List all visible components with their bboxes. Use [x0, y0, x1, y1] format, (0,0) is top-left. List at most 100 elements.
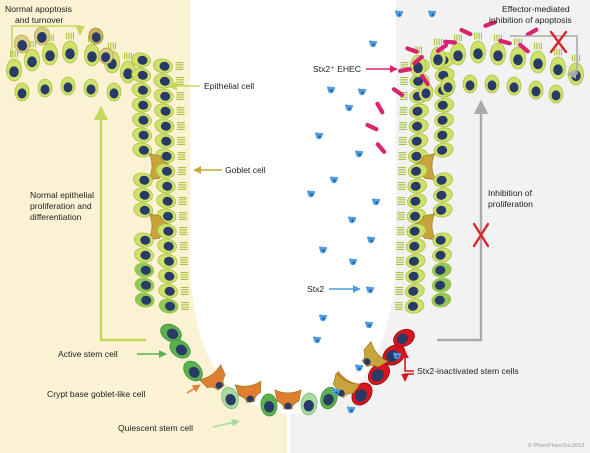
epithelial-cell	[434, 127, 454, 143]
epithelial-cell	[406, 238, 426, 254]
microvilli	[395, 272, 404, 280]
stx2-toxin	[345, 104, 354, 112]
epithelial-cell	[131, 82, 152, 98]
microvilli	[394, 302, 404, 310]
epithelial-cell	[62, 40, 78, 64]
microvilli	[178, 197, 187, 205]
epithelial-cell	[432, 232, 453, 248]
epithelial-cell	[404, 283, 425, 299]
microvilli	[180, 302, 190, 310]
ehec-bacterium	[420, 73, 430, 87]
epithelial-cell	[450, 42, 466, 66]
epithelial-cell	[6, 58, 22, 82]
image-credit: © PhamPhamDuc2013	[528, 442, 584, 449]
epithelial-cell	[131, 52, 151, 68]
microvilli	[179, 242, 188, 250]
epithelial-cell	[24, 48, 40, 72]
stx2-toxin	[395, 10, 404, 18]
epithelial-cell	[83, 78, 99, 98]
crypt-base-goblet-cell	[234, 380, 262, 403]
epithelial-cell	[431, 292, 452, 308]
epithelial-cell	[134, 277, 155, 293]
microvilli	[177, 167, 186, 175]
effector-title-line1: Effector-mediated	[502, 4, 570, 14]
active-stem-cell	[169, 339, 191, 359]
microvilli	[10, 50, 18, 58]
stx2-toxin	[347, 406, 356, 414]
epithelial-cell	[156, 223, 177, 239]
stx2-toxin	[348, 216, 357, 224]
proliferation-block-x-icon	[472, 222, 490, 248]
epithelial-cell	[133, 172, 153, 188]
epithelial-cell	[548, 84, 564, 104]
ehec-bacterium	[525, 27, 539, 37]
epithelial-cell	[462, 74, 478, 94]
microvilli	[397, 182, 406, 190]
epithelial-cell	[431, 262, 452, 278]
shedding-cell	[14, 34, 30, 54]
microvilli	[534, 42, 542, 50]
epithelial-cell	[133, 187, 153, 203]
microvilli	[180, 287, 189, 295]
microvilli	[395, 257, 405, 265]
microvilli	[396, 227, 405, 235]
epithelial-cell	[530, 50, 546, 74]
epithelial-cell	[506, 76, 522, 96]
crypt-base-goblet-pointer	[186, 384, 201, 394]
epithelial-cell	[131, 97, 152, 113]
inactivated-stem-cell	[367, 362, 391, 386]
epithelial-cell	[133, 202, 154, 218]
stx2-toxin	[372, 198, 381, 206]
crypt-lumen	[190, 0, 396, 414]
ehec-bacterium	[412, 54, 424, 66]
stx2-toxin	[393, 352, 402, 360]
microvilli	[176, 122, 185, 130]
quiescent-stem-cell	[300, 392, 318, 416]
stx2-toxin	[365, 321, 374, 329]
apoptosis-title-line2: and turnover	[15, 15, 63, 25]
inactivated-stem-cells-label: Stx2-inactivated stem cells	[417, 366, 519, 376]
epithelial-cell	[434, 97, 455, 113]
epithelial-cell	[155, 178, 176, 194]
active-stem-cell	[160, 323, 182, 343]
ehec-bacterium	[483, 20, 497, 28]
epithelial-cell	[14, 82, 30, 102]
proliferation-arrow	[93, 105, 146, 342]
stx2-label: Stx2	[307, 284, 324, 294]
epithelial-cell	[156, 193, 176, 209]
epithelial-cell	[157, 253, 178, 269]
ehec-bacterium	[405, 46, 419, 54]
inhibition-label-line2: proliferation	[488, 199, 533, 209]
epithelial-cell	[408, 118, 429, 134]
luminal-particles	[307, 10, 539, 414]
stx2-toxin	[319, 246, 328, 254]
epithelial-cell	[433, 187, 453, 203]
microvilli	[179, 227, 188, 235]
microvilli	[176, 107, 185, 115]
stx2-toxin	[327, 86, 336, 94]
inactivated-stem-cell	[393, 328, 415, 348]
crypt-epithelium	[6, 26, 584, 417]
microvilli	[398, 152, 407, 160]
microvilli	[554, 48, 562, 56]
microvilli	[178, 212, 188, 220]
apoptosis-title-line1: Normal apoptosis	[5, 4, 72, 14]
microvilli	[180, 272, 189, 280]
ehec-bacterium	[391, 87, 405, 97]
stx2-toxin	[366, 286, 375, 294]
active-stem-cell	[260, 393, 278, 417]
microvilli	[398, 167, 407, 175]
microvilli	[179, 257, 189, 265]
ehec-bacterium	[375, 142, 387, 154]
microvilli	[66, 32, 74, 40]
ehec-bacterium	[443, 39, 457, 45]
ehec-bacterium	[375, 101, 385, 115]
ehec-bacterium	[518, 42, 530, 54]
active-stem-cell-label: Active stem cell	[58, 349, 118, 359]
epithelial-cell	[106, 82, 122, 102]
ehec-bacterium	[459, 27, 473, 37]
proliferation-label-line3: differentiation	[30, 212, 82, 222]
epithelial-cell	[134, 262, 155, 278]
epithelial-cell	[154, 118, 175, 134]
microvilli	[398, 137, 407, 145]
